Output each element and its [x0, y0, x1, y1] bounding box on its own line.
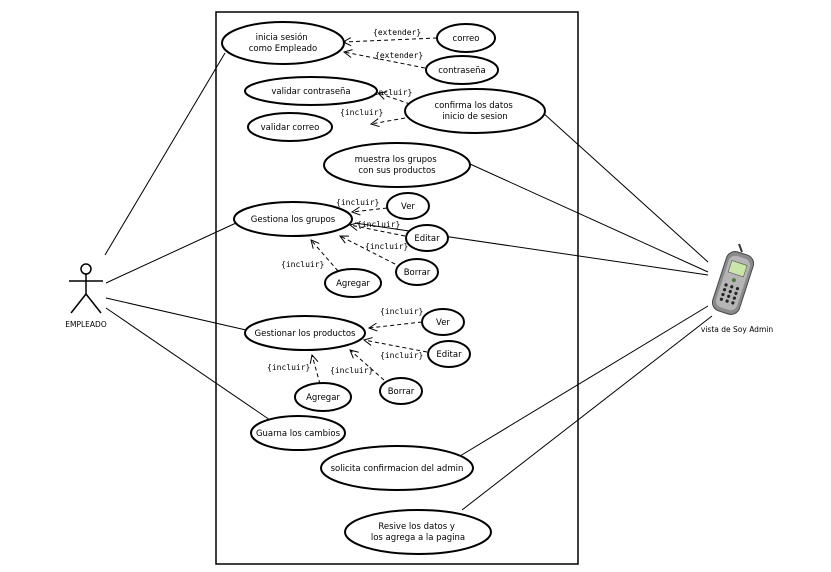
- association-admin-request: [459, 305, 709, 457]
- use-case-grupos-borrar-label: Borrar: [404, 268, 431, 278]
- include-groups-borrar-arrow: [340, 236, 396, 265]
- use-case-productos-editar: [427, 340, 471, 368]
- use-case-gestiona-grupos: [233, 201, 353, 237]
- association-empleado-manage-products: [105, 297, 247, 331]
- actor-admin-phone-icon: [711, 243, 755, 315]
- include-validar-correo-arrow: [371, 117, 406, 124]
- use-case-contrasena: [425, 55, 499, 85]
- include-products-borrar-arrow: [350, 350, 385, 381]
- association-admin-receive: [461, 315, 713, 511]
- include-validar-contrasena-arrow: [378, 93, 411, 105]
- actor-empleado-icon: [69, 263, 103, 314]
- use-case-validar-correo: [247, 112, 333, 142]
- label-include-products-borrar: {incluir}: [330, 366, 373, 375]
- use-case-productos-borrar: [379, 377, 423, 405]
- include-groups-editar-arrow: [350, 225, 406, 237]
- use-case-login: [221, 21, 345, 65]
- use-case-grupos-agregar: [324, 268, 382, 298]
- system-boundary: [215, 11, 579, 565]
- use-case-solicita-confirmacion: [320, 445, 474, 491]
- label-extend-correo: {extender}: [373, 28, 421, 37]
- use-case-confirma-datos-label: confirma los datos inicio de sesion: [434, 101, 515, 122]
- use-case-productos-agregar-label: Agregar: [306, 393, 340, 403]
- use-case-productos-ver: [421, 308, 465, 336]
- label-include-products-agregar: {incluir}: [267, 363, 310, 372]
- use-case-correo-label: correo: [453, 34, 480, 44]
- label-include-groups-borrar: {incluir}: [365, 242, 408, 251]
- use-case-guarda-cambios-label: Guarna los cambios: [256, 429, 341, 439]
- use-case-grupos-editar-label: Editar: [414, 234, 440, 244]
- use-case-guarda-cambios: [250, 415, 346, 451]
- include-groups-ver-arrow: [352, 208, 388, 212]
- actor-empleado-label: EMPLEADO: [65, 320, 107, 329]
- association-empleado-login: [104, 52, 226, 256]
- use-case-validar-contrasena: [244, 76, 378, 106]
- use-case-grupos-ver-label: Ver: [401, 202, 415, 212]
- include-products-ver-arrow: [369, 321, 423, 328]
- association-empleado-save-changes: [105, 307, 271, 421]
- use-case-gestionar-productos: [244, 315, 366, 351]
- label-include-validar-correo: {incluir}: [340, 108, 383, 117]
- use-case-resive-datos: [344, 509, 492, 555]
- use-case-gestiona-grupos-label: Gestiona los grupos: [251, 215, 336, 225]
- use-case-login-label: inicia sesión como Empleado: [249, 32, 318, 54]
- label-include-products-ver: {incluir}: [380, 307, 423, 316]
- label-include-groups-ver: {incluir}: [336, 198, 379, 207]
- label-include-groups-agregar: {incluir}: [281, 260, 324, 269]
- actor-admin-label: vista de Soy Admin: [701, 325, 773, 334]
- use-case-productos-agregar: [294, 382, 352, 412]
- use-case-productos-ver-label: Ver: [436, 318, 450, 328]
- use-case-contrasena-label: contraseña: [438, 66, 486, 76]
- include-products-editar-arrow: [364, 340, 428, 353]
- use-case-gestionar-productos-label: Gestionar los productos: [255, 329, 357, 339]
- association-empleado-manage-groups: [105, 222, 237, 284]
- label-extend-contrasena: {extender}: [375, 51, 423, 60]
- use-case-grupos-editar: [405, 224, 449, 252]
- include-products-agregar-arrow: [312, 355, 321, 385]
- use-case-correo: [436, 23, 496, 53]
- use-case-productos-editar-label: Editar: [436, 350, 462, 360]
- use-case-muestra-grupos: [323, 142, 471, 188]
- extend-correo-arrow: [343, 38, 438, 42]
- use-case-grupos-ver: [386, 192, 430, 220]
- label-include-groups-editar: {incluir}: [357, 220, 400, 229]
- use-case-muestra-grupos-label: muestra los grupos con sus productos: [355, 155, 440, 176]
- use-case-validar-correo-label: validar correo: [261, 123, 320, 133]
- use-case-resive-datos-label: Resive los datos y los agrega a la pagin…: [371, 522, 465, 543]
- use-case-solicita-confirmacion-label: solicita confirmacion del admin: [331, 464, 464, 474]
- use-case-validar-contrasena-label: validar contraseña: [271, 87, 350, 97]
- label-include-products-editar: {incluir}: [380, 351, 423, 360]
- label-include-validar-contrasena: {incluir}: [369, 88, 412, 97]
- use-case-confirma-datos: [404, 88, 546, 134]
- use-case-grupos-borrar: [395, 258, 439, 286]
- association-admin-show-groups: [469, 163, 709, 273]
- association-admin-confirm-data: [541, 111, 709, 263]
- use-case-grupos-agregar-label: Agregar: [336, 279, 370, 289]
- use-case-productos-borrar-label: Borrar: [388, 387, 415, 397]
